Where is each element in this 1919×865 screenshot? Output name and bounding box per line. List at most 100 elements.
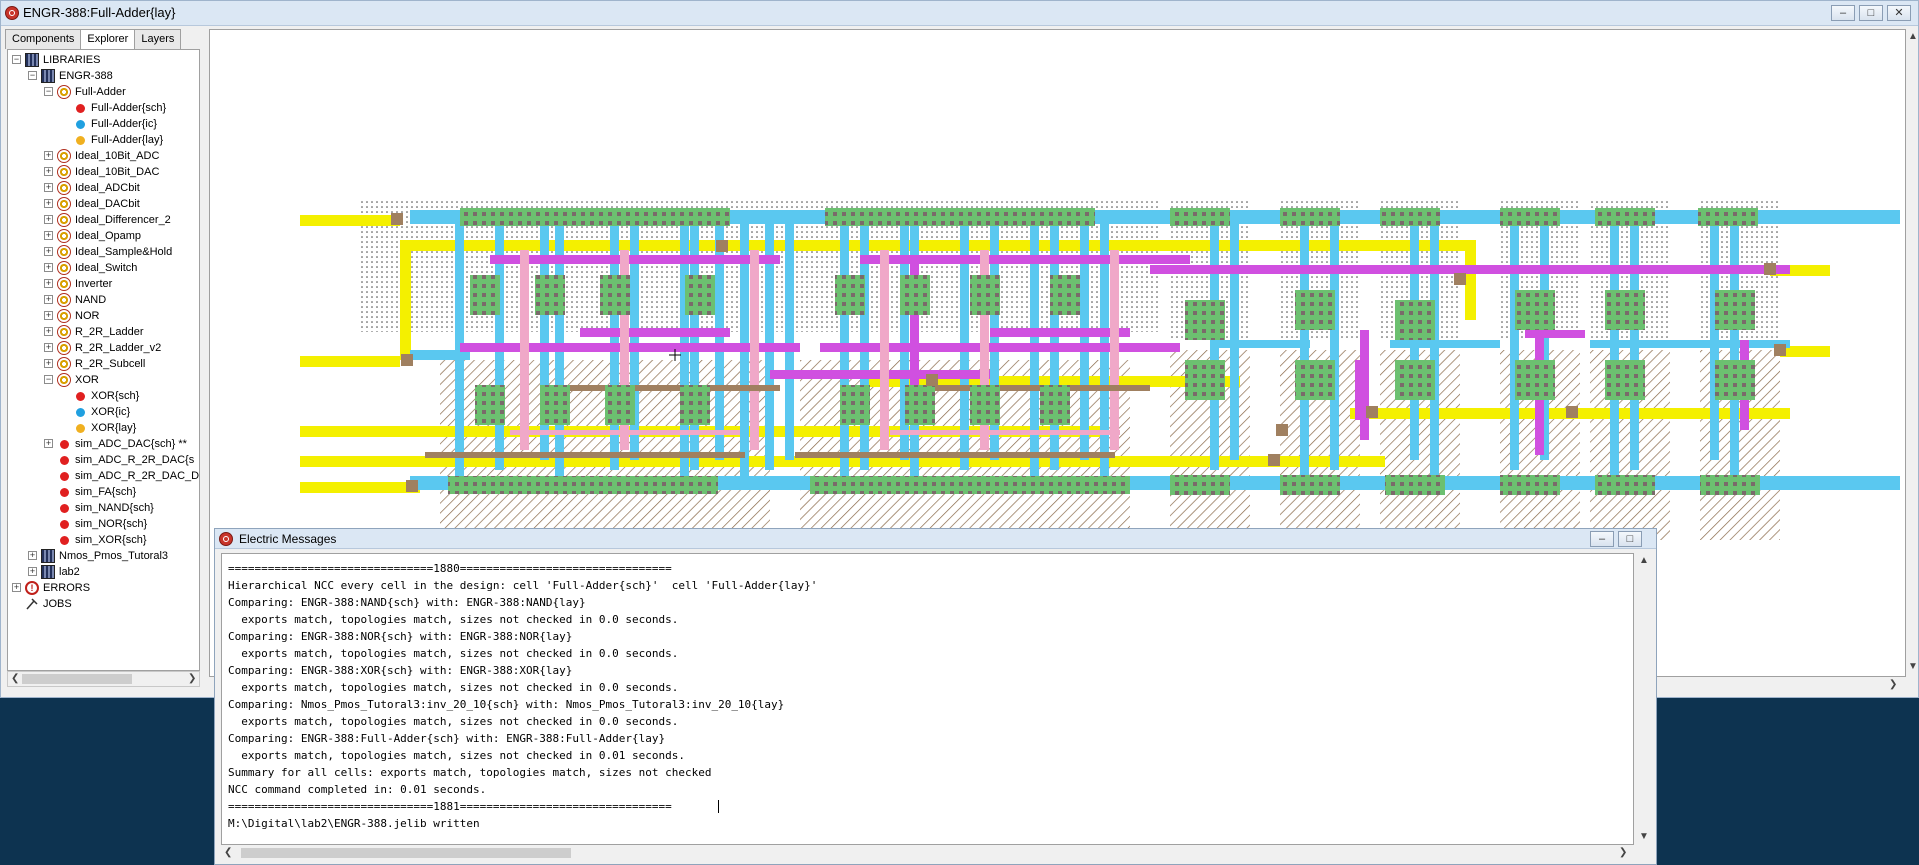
tree-item[interactable]: JOBS <box>8 596 198 612</box>
tab-explorer[interactable]: Explorer <box>80 29 136 50</box>
expand-icon[interactable]: + <box>44 230 53 240</box>
tree-item[interactable]: sim_XOR{sch} <box>8 532 198 548</box>
messages-scroll-thumb[interactable] <box>241 848 571 858</box>
explorer-horizontal-scrollbar[interactable]: ❮ ❯ <box>7 671 200 687</box>
window-title: ENGR-388:Full-Adder{lay} <box>23 5 176 20</box>
scroll-up-icon[interactable]: ▲ <box>1908 31 1918 42</box>
expand-icon[interactable]: + <box>44 438 53 448</box>
messages-scroll-left-icon[interactable]: ❮ <box>224 847 233 858</box>
tree-item[interactable]: sim_NAND{sch} <box>8 500 198 516</box>
tree-item[interactable]: + R_2R_Subcell <box>8 356 198 372</box>
expand-icon[interactable]: + <box>12 582 21 592</box>
tree-item-label: R_2R_Subcell <box>75 358 146 370</box>
scroll-left-icon[interactable]: ❮ <box>11 673 20 684</box>
tree-item[interactable]: Full-Adder{sch} <box>8 100 198 116</box>
metal1-line <box>990 220 999 460</box>
tree-item[interactable]: sim_ADC_R_2R_DAC_D <box>8 468 199 484</box>
cell-icon <box>57 245 71 259</box>
diffusion-block <box>1605 360 1645 400</box>
tab-components[interactable]: Components <box>5 29 82 49</box>
tree-item[interactable]: +sim_ADC_DAC{sch} ** <box>8 436 198 452</box>
expand-icon[interactable]: + <box>44 182 53 192</box>
messages-app-icon <box>219 532 233 546</box>
tree-item-label: XOR{lay} <box>91 422 137 434</box>
schematic-view-icon <box>60 520 69 529</box>
collapse-icon[interactable]: − <box>44 86 53 96</box>
tree-item[interactable]: −Full-Adder <box>8 84 198 100</box>
messages-scroll-right-icon[interactable]: ❯ <box>1619 847 1628 858</box>
schematic-view-icon <box>60 456 69 465</box>
tree-item[interactable]: sim_FA{sch} <box>8 484 198 500</box>
expand-icon[interactable]: + <box>44 310 53 320</box>
poly-line <box>890 430 1120 435</box>
metal2-line <box>1525 330 1585 338</box>
diffusion-block <box>1500 208 1560 226</box>
tree-item[interactable]: sim_ADC_R_2R_DAC{s <box>8 452 198 468</box>
layout-drawing[interactable] <box>210 30 1905 676</box>
expand-icon[interactable]: + <box>28 566 37 576</box>
tree-item[interactable]: −ENGR-388 <box>8 68 198 84</box>
tree-item[interactable]: +Ideal_Switch <box>8 260 198 276</box>
tree-item[interactable]: XOR{sch} <box>8 388 198 404</box>
tree-item[interactable]: Full-Adder{ic} <box>8 116 198 132</box>
expand-icon[interactable]: + <box>28 550 37 560</box>
messages-horizontal-scrollbar[interactable]: ❮ ❯ <box>221 845 1634 861</box>
expand-icon[interactable]: + <box>44 166 53 176</box>
expand-icon[interactable]: + <box>44 246 53 256</box>
scroll-thumb[interactable] <box>22 674 132 684</box>
expand-icon[interactable]: + <box>44 214 53 224</box>
expand-icon[interactable]: + <box>44 326 53 336</box>
tree-item[interactable]: +R_2R_Ladder_v2 <box>8 340 198 356</box>
messages-vertical-scrollbar[interactable]: ▲ ▼ <box>1636 553 1650 845</box>
contact-square <box>1764 263 1776 275</box>
messages-scroll-up-icon[interactable]: ▲ <box>1639 555 1649 566</box>
tree-item[interactable]: XOR{lay} <box>8 420 198 436</box>
tree-item[interactable]: +Ideal_ADCbit <box>8 180 198 196</box>
tab-layers[interactable]: Layers <box>134 29 182 49</box>
expand-icon[interactable]: + <box>44 278 53 288</box>
tree-item[interactable]: +Ideal_Sample&Hold <box>8 244 198 260</box>
tree-item[interactable]: +NAND <box>8 292 198 308</box>
messages-minimize-button[interactable]: – <box>1590 531 1614 547</box>
poly-line <box>510 430 740 435</box>
tree-item[interactable]: Full-Adder{lay} <box>8 132 198 148</box>
tree-item[interactable]: +R_2R_Ladder <box>8 324 198 340</box>
expand-icon[interactable]: + <box>44 294 53 304</box>
messages-maximize-button[interactable]: □ <box>1618 531 1642 547</box>
expand-icon[interactable]: + <box>44 262 53 272</box>
tree-item[interactable]: +Ideal_Opamp <box>8 228 198 244</box>
tree-item[interactable]: +Ideal_10Bit_ADC <box>8 148 198 164</box>
tree-item[interactable]: +NOR <box>8 308 198 324</box>
scroll-down-icon[interactable]: ▼ <box>1908 661 1918 672</box>
expand-icon[interactable]: + <box>44 198 53 208</box>
minimize-button[interactable]: – <box>1831 5 1855 21</box>
canvas-vertical-scrollbar[interactable]: ▲ ▼ <box>1906 29 1918 677</box>
tree-item[interactable]: +Inverter <box>8 276 198 292</box>
tree-item[interactable]: +Ideal_DACbit <box>8 196 198 212</box>
messages-scroll-down-icon[interactable]: ▼ <box>1639 831 1649 842</box>
message-line: exports match, topologies match, sizes n… <box>228 613 679 626</box>
messages-text-area[interactable]: ===============================1880=====… <box>221 553 1634 845</box>
collapse-icon[interactable]: − <box>44 374 53 384</box>
tree-item[interactable]: +Ideal_Differencer_2 <box>8 212 198 228</box>
diffusion-block <box>1515 290 1555 330</box>
maximize-button[interactable]: □ <box>1859 5 1883 21</box>
tree-item[interactable]: +!ERRORS <box>8 580 198 596</box>
expand-icon[interactable]: + <box>44 150 53 160</box>
expand-icon[interactable]: + <box>44 342 53 352</box>
expand-icon[interactable]: + <box>44 358 53 368</box>
collapse-icon[interactable]: − <box>12 54 21 64</box>
canvas-scroll-right-icon[interactable]: ❯ <box>1889 679 1898 690</box>
tree-item[interactable]: sim_NOR{sch} <box>8 516 198 532</box>
tree-item-label: Full-Adder{ic} <box>91 118 158 130</box>
tree-item[interactable]: XOR{ic} <box>8 404 198 420</box>
tree-item[interactable]: +lab2 <box>8 564 198 580</box>
scroll-right-icon[interactable]: ❯ <box>188 673 197 684</box>
collapse-icon[interactable]: − <box>28 70 37 80</box>
tree-item[interactable]: +Nmos_Pmos_Tutoral3 <box>8 548 198 564</box>
tree-item[interactable]: −LIBRARIES <box>8 52 198 68</box>
tree-item[interactable]: −XOR <box>8 372 198 388</box>
close-button[interactable]: ✕ <box>1887 5 1911 21</box>
tree-item[interactable]: +Ideal_10Bit_DAC <box>8 164 198 180</box>
